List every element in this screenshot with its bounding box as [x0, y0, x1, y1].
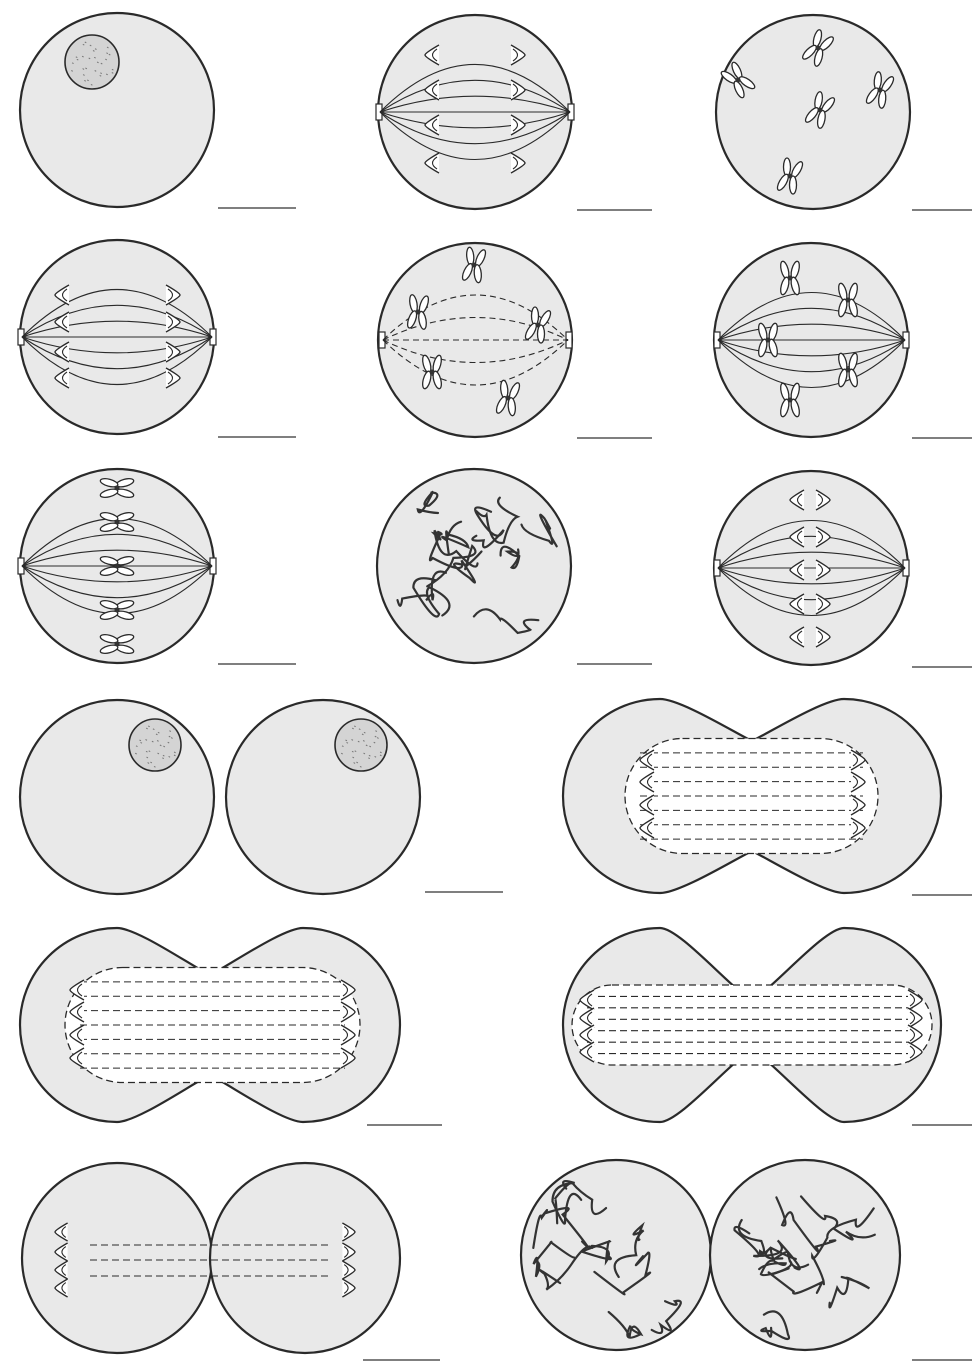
- single-cell-nucleus-icon: [20, 13, 296, 208]
- single-cell-spindle-attached-chromosomes-icon: [714, 243, 972, 438]
- single-cell-condensing-chromatin-icon: [377, 469, 652, 664]
- dividing-cell-deeper-furrow-icon: [20, 928, 442, 1125]
- single-cell-forming-spindle-icon: [378, 243, 652, 438]
- single-cell-metaphase-plate-icon: [18, 469, 296, 664]
- dividing-cell-deep-furrow-icon: [563, 928, 972, 1125]
- nucleus: [335, 719, 387, 771]
- cell-membrane: [210, 1163, 400, 1353]
- spindle-region: [572, 985, 932, 1065]
- single-cell-scattered-chromosomes-icon: [716, 15, 972, 210]
- single-cell-late-anaphase-spindle-icon: [376, 15, 652, 210]
- cell-membrane: [226, 700, 420, 894]
- dividing-cell-shallow-furrow-icon: [563, 699, 972, 895]
- nucleus: [65, 35, 119, 89]
- cell-membrane: [20, 700, 214, 894]
- two-daughter-cells-nuclei-icon: [20, 700, 503, 894]
- dividing-cell-nearly-separated-icon: [22, 1163, 440, 1360]
- cell-membrane: [710, 1160, 900, 1350]
- single-cell-early-anaphase-icon: [714, 471, 972, 667]
- cell-membrane: [20, 13, 214, 207]
- cell-membrane: [22, 1163, 212, 1353]
- nucleus: [129, 719, 181, 771]
- cell-membrane: [521, 1160, 711, 1350]
- single-cell-anaphase-pole-groups-icon: [18, 240, 296, 437]
- two-cells-decondensing-chromatin-icon: [521, 1160, 972, 1360]
